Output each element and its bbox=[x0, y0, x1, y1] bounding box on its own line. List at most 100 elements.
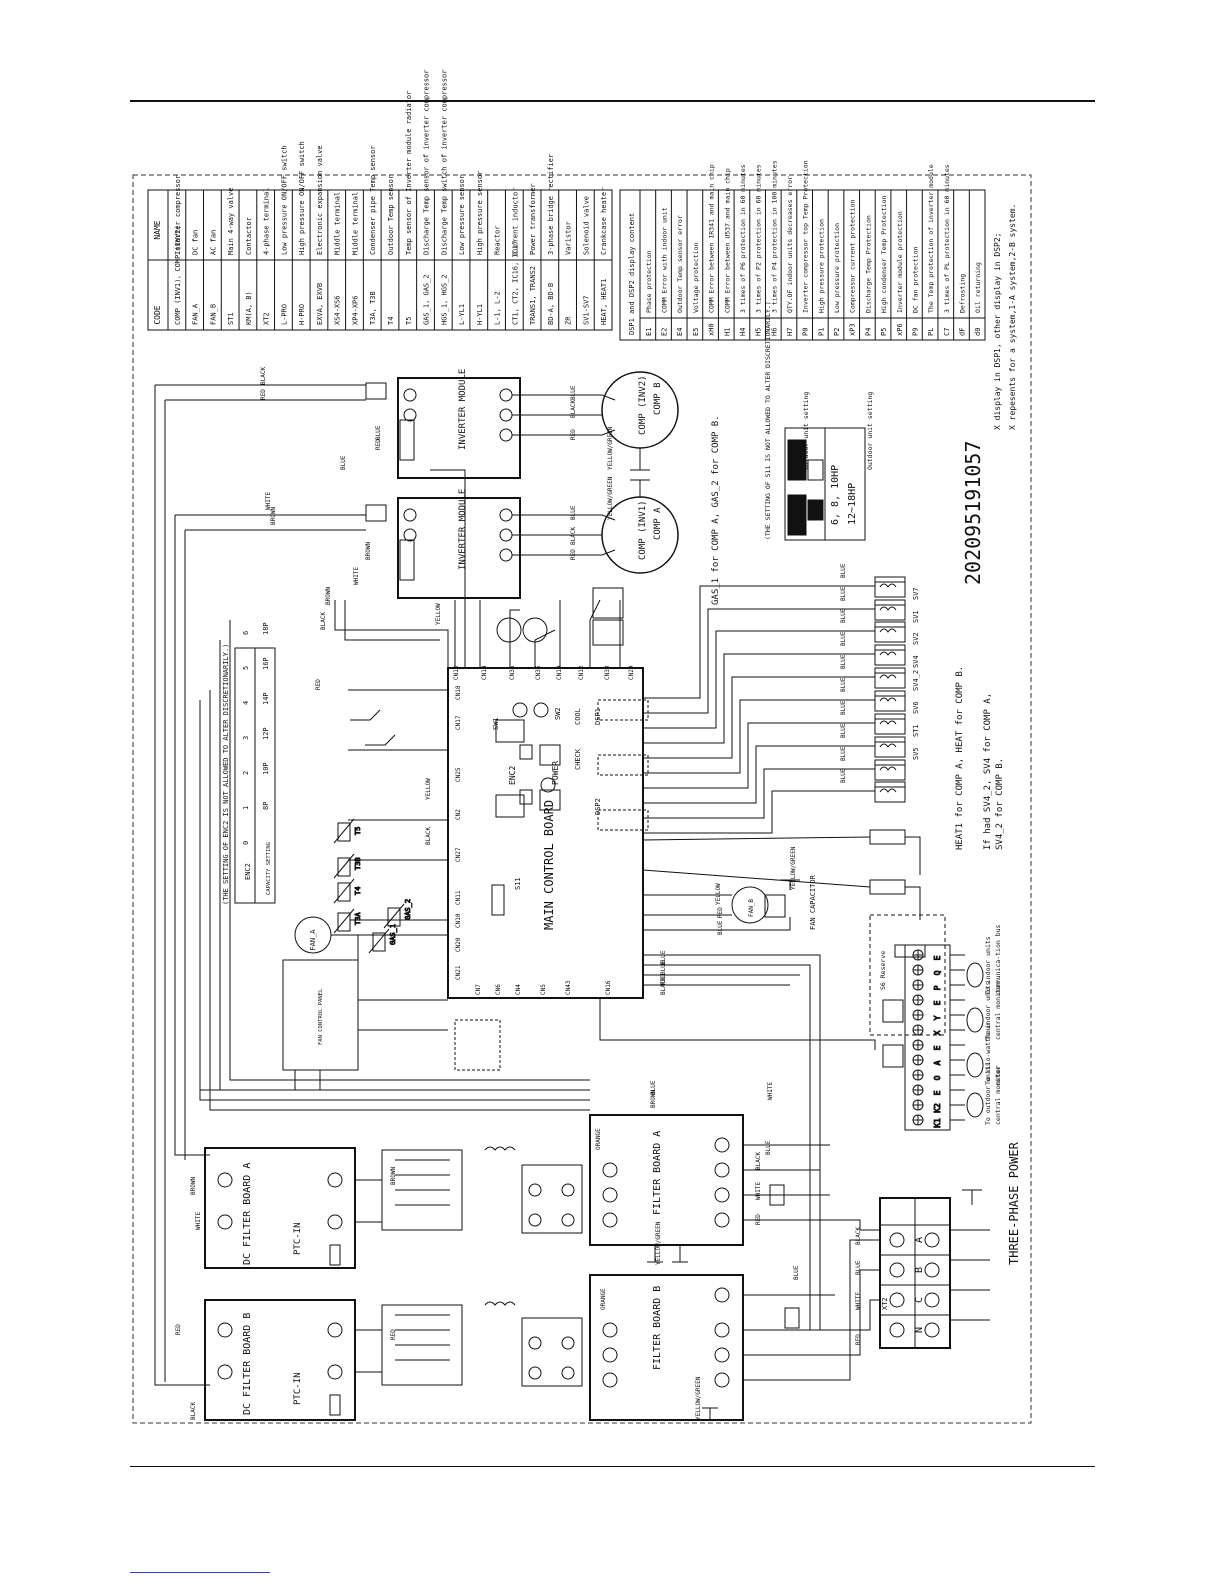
sv-label: SV1 bbox=[912, 610, 920, 623]
display-content: 3 times of P2 protection in 60 minutes bbox=[755, 164, 763, 313]
header-rule bbox=[130, 100, 1095, 102]
wire-color-label: RED bbox=[855, 1334, 862, 1345]
display-code: xP6 bbox=[896, 323, 904, 336]
display-code: H4 bbox=[739, 328, 747, 336]
code-cell: HEAT, HEAT1 bbox=[600, 279, 608, 325]
name-cell: Current inductor bbox=[511, 188, 519, 255]
display-code: xH0 bbox=[708, 323, 716, 336]
exvb-icon bbox=[522, 617, 548, 643]
comp-b-inner-label: COMP (INV2) bbox=[638, 375, 648, 435]
check-label: CHECK bbox=[574, 748, 582, 770]
code-cell: TRANS1, TRANS2 bbox=[529, 266, 537, 325]
wire-color-label: BLUE bbox=[650, 1080, 657, 1095]
terminal-label: O bbox=[933, 1075, 942, 1080]
name-cell: Middle terminal bbox=[334, 192, 342, 255]
terminal-note: To outdoor units bbox=[984, 1062, 992, 1125]
main-board-label: MAIN CONTROL BOARD bbox=[542, 800, 556, 930]
code-cell: SV1-SV7 bbox=[582, 295, 590, 325]
sensor-label: T3B bbox=[354, 857, 362, 870]
name-cell: Reactor bbox=[494, 225, 502, 255]
sw2-label: SW2 bbox=[554, 707, 562, 720]
wire-color-label: RED bbox=[570, 429, 577, 440]
footer-link[interactable] bbox=[130, 1572, 270, 1573]
diagram-frame bbox=[132, 174, 1032, 1424]
wire-color-label: BLUE bbox=[660, 960, 667, 975]
xt2-label: XT2 bbox=[881, 1297, 889, 1310]
inverter-module-1 bbox=[397, 497, 521, 599]
terminal-note: To indoor units bbox=[984, 936, 992, 995]
wire-color-label: YELLOW/GREEN bbox=[790, 846, 797, 890]
enc2-position: 1 bbox=[242, 806, 250, 810]
enc2-position: 4 bbox=[242, 701, 250, 705]
terminal-note: central monitor bbox=[994, 1066, 1002, 1125]
code-cell: COMP (INV1)、COMP (INV2) bbox=[174, 225, 182, 325]
fan-control-panel-label: FAN CONTROL PANEL bbox=[318, 988, 324, 1045]
wire-color-label: BLUE bbox=[660, 950, 667, 965]
terminal-label: Q bbox=[933, 970, 942, 975]
sv-label: SV6 bbox=[912, 701, 920, 714]
sensor-label: T3A bbox=[354, 912, 362, 925]
wire-color-label: BLACK bbox=[320, 612, 327, 630]
connector-label: CN20 bbox=[455, 937, 462, 952]
name-cell: Solenoid valve bbox=[582, 196, 590, 255]
wire-color-label: BLACK bbox=[425, 827, 432, 845]
terminal-label: A bbox=[933, 1060, 942, 1065]
wire-color-label: WHITE bbox=[265, 492, 272, 510]
enc2-row-label: ENC2 bbox=[244, 863, 252, 880]
name-cell: 4-phase terminal bbox=[263, 188, 271, 255]
connector-label: CN30 bbox=[604, 665, 611, 680]
name-cell: Outdoor Temp sensor bbox=[387, 175, 395, 255]
enc2-capacity: 18P bbox=[262, 622, 270, 635]
wire-color-label: BLUE bbox=[340, 455, 347, 470]
code-cell: T3A, T3B bbox=[369, 291, 377, 325]
footer-rule bbox=[130, 1466, 1095, 1467]
enc2-position: 2 bbox=[242, 771, 250, 775]
wire-color-label: RED bbox=[315, 679, 322, 690]
contactor-a bbox=[381, 1149, 463, 1231]
wire-color-label: BLUE bbox=[840, 608, 847, 623]
exva-icon bbox=[496, 617, 522, 643]
connector-label: CN14 bbox=[481, 665, 488, 680]
display-code: P4 bbox=[864, 328, 872, 336]
name-cell: Crankcase heater bbox=[600, 188, 608, 255]
enc2-capacity: 10P bbox=[262, 762, 270, 775]
code-cell: T5 bbox=[405, 317, 413, 325]
code-cell: FAN_A bbox=[192, 303, 200, 325]
phase-label: N bbox=[914, 1327, 925, 1333]
diagram-labels: X display in DSP1, other display in DSP2… bbox=[175, 204, 1021, 1420]
connector-label: CN13 bbox=[453, 665, 460, 680]
terminal-note: central monitor bbox=[994, 981, 1002, 1040]
display-code: d0 bbox=[974, 328, 982, 336]
name-cell: Power transformer bbox=[529, 183, 537, 255]
gas-note: GAS_1 for COMP A, GAS_2 for COMP B. bbox=[711, 415, 721, 605]
display-content: Oil returning bbox=[974, 262, 982, 313]
inverter-module-2 bbox=[397, 377, 521, 479]
display-content: Discharge Temp Protection bbox=[864, 215, 872, 313]
note-dsp: X display in DSP1, other display in DSP2… bbox=[993, 233, 1002, 430]
filter-board-b bbox=[589, 1274, 744, 1421]
display-code: dF bbox=[958, 328, 966, 336]
connector-label: CN12 bbox=[578, 665, 585, 680]
wire-color-label: BLUE bbox=[840, 631, 847, 646]
sensor-label: T4 bbox=[354, 887, 362, 895]
contactor-b bbox=[381, 1304, 463, 1386]
display-content: 3 times of PL protection in 60 minutes bbox=[943, 164, 951, 313]
wire-color-label: BLACK bbox=[570, 527, 577, 545]
name-cell: DC fan bbox=[192, 230, 200, 255]
inverter-module-2-label: INVERTER MODULE bbox=[458, 369, 468, 450]
connector-label: CN16 bbox=[605, 980, 612, 995]
wire-color-label: BLACK bbox=[570, 400, 577, 418]
phase-label: B bbox=[914, 1267, 925, 1273]
enc2-note: (THE SETTING OF ENC2 IS NOT ALLOWED TO A… bbox=[222, 644, 230, 905]
wire-color-label: RED bbox=[660, 974, 667, 985]
wire-color-label: ORANGE bbox=[595, 1128, 602, 1150]
display-content: Compressor current protection bbox=[849, 199, 857, 313]
wire-color-label: RED bbox=[717, 907, 724, 918]
wire-color-label: BLUE bbox=[855, 1260, 862, 1275]
dsp1-label: DSP1 bbox=[594, 708, 602, 725]
code-cell: H-YL1 bbox=[476, 304, 484, 325]
name-cell: Main 4-way valve bbox=[227, 188, 235, 255]
code-cell: H-PRO bbox=[298, 304, 306, 325]
